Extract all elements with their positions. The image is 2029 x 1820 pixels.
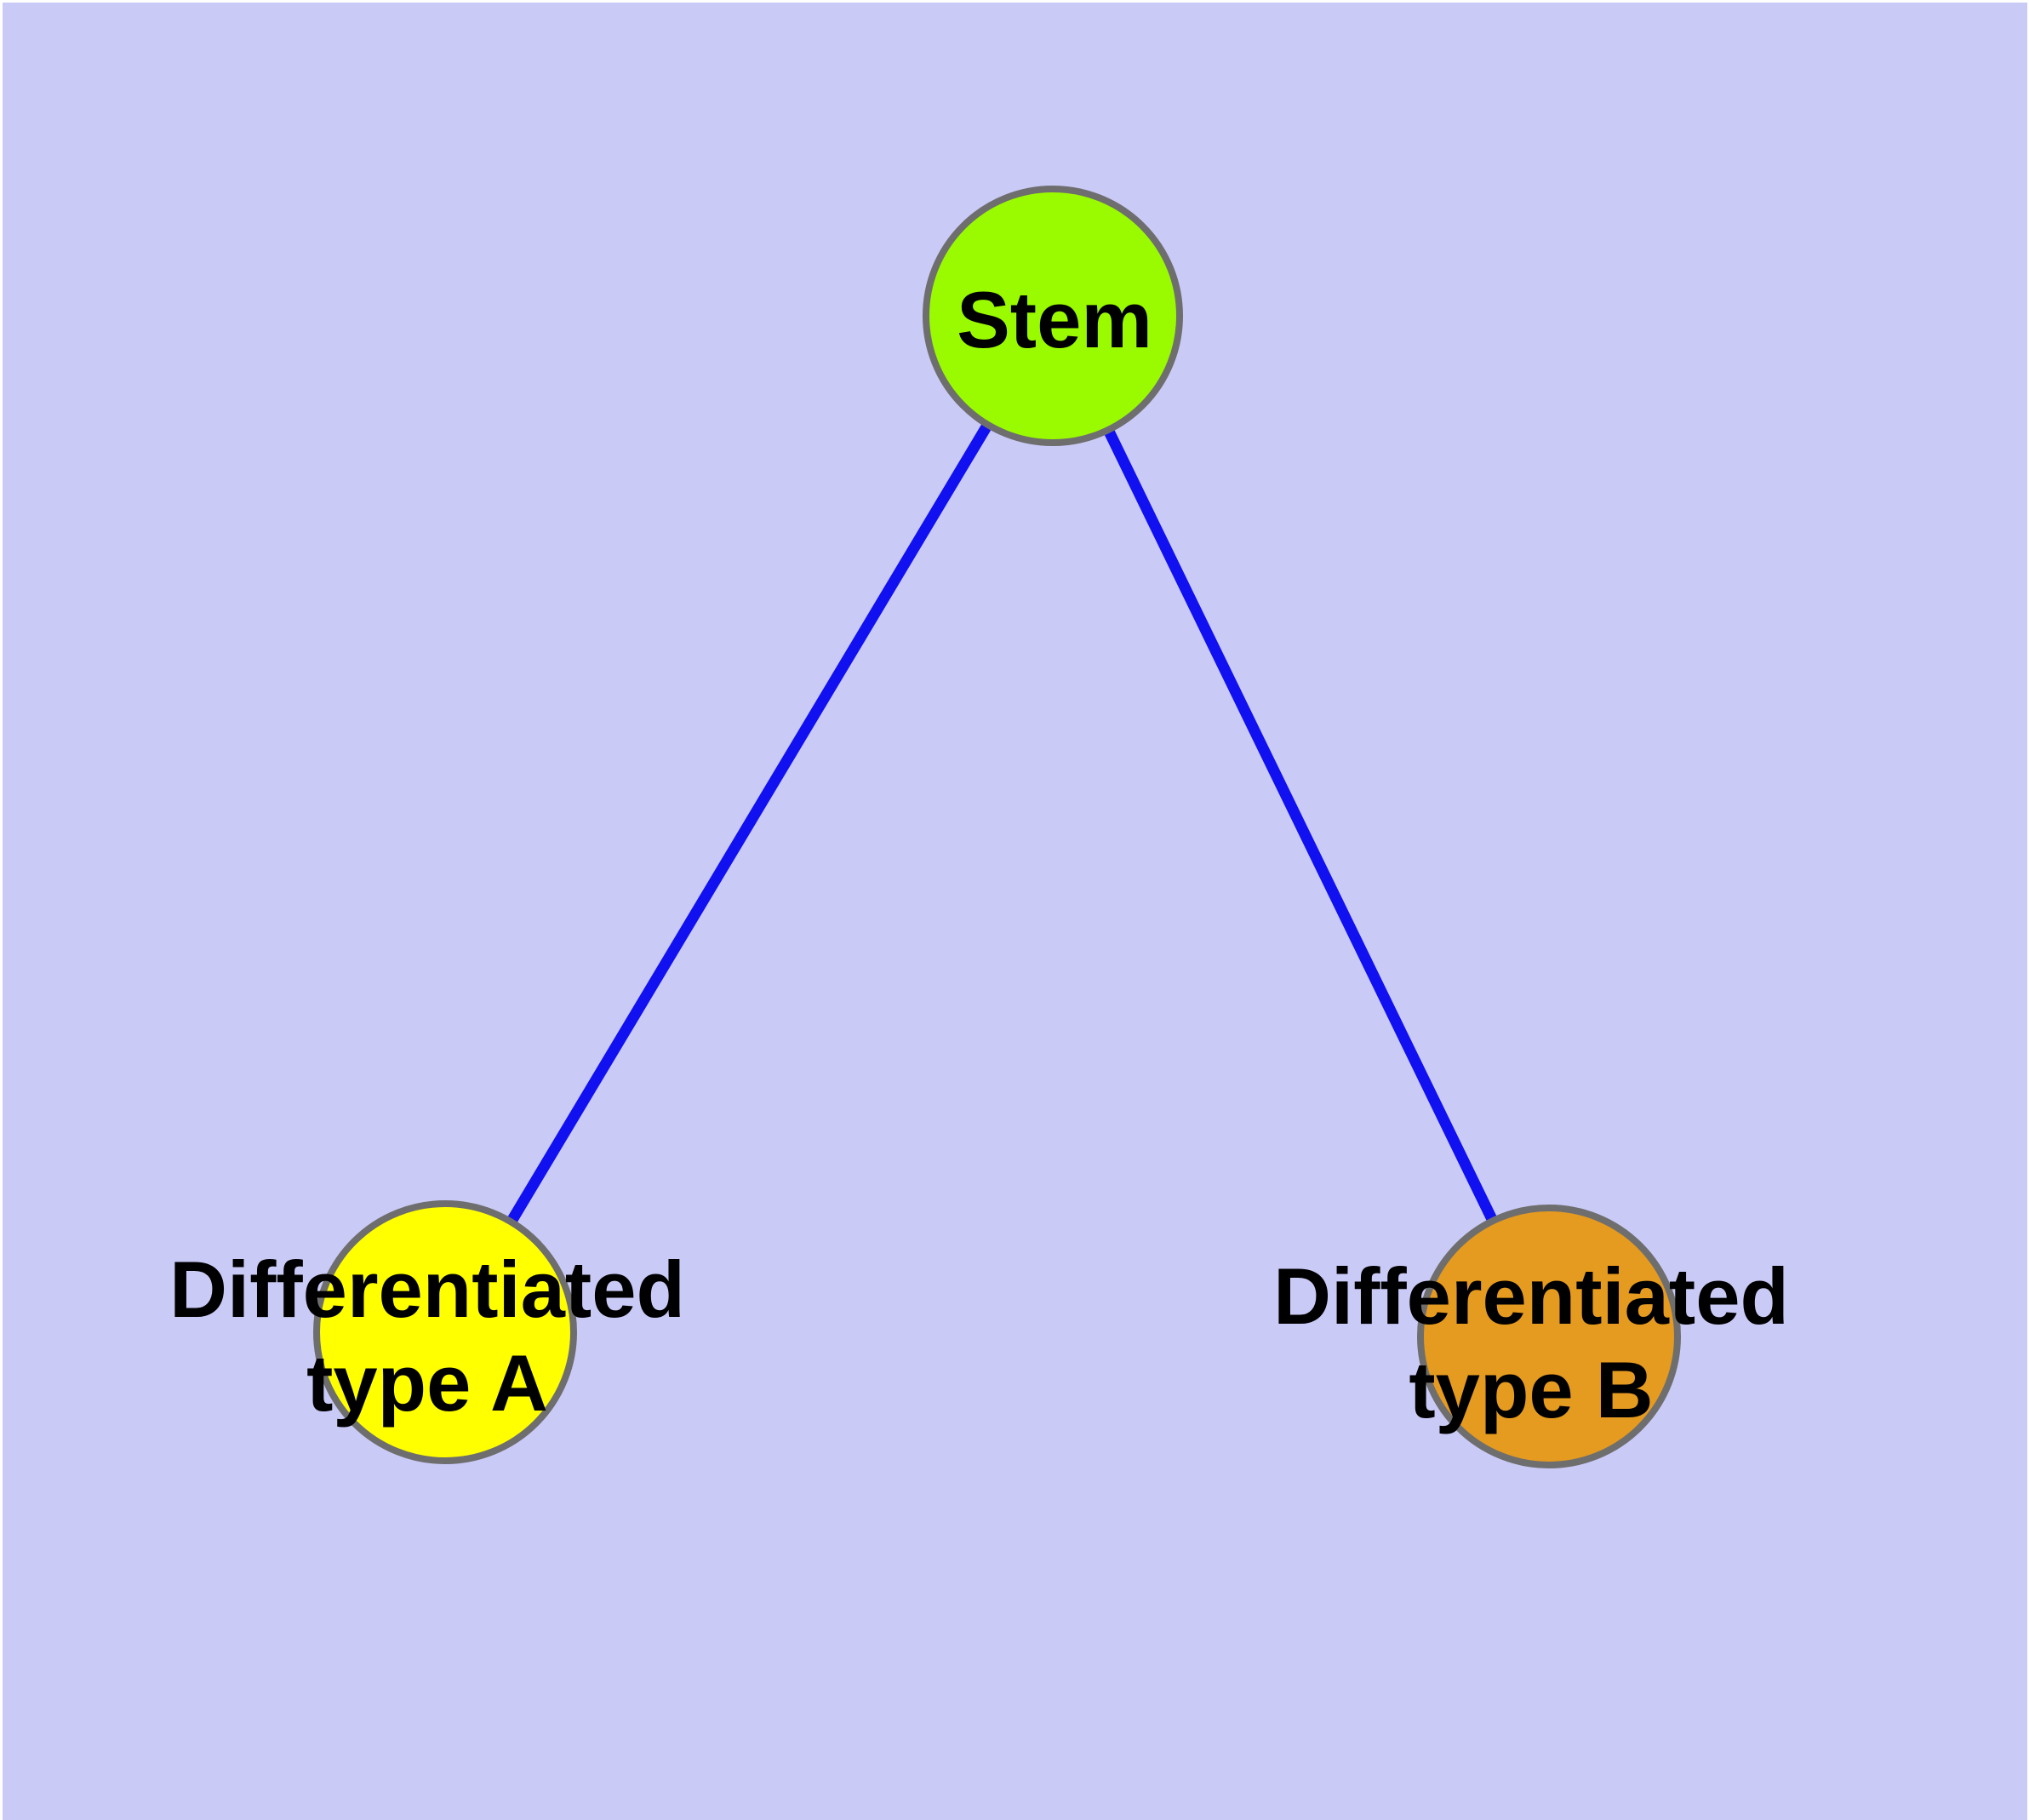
node-type-a-circle (313, 1200, 577, 1464)
node-type-b-label-line1: Differentiated (1273, 1251, 1789, 1341)
node-type-b-label-line2: type B (1409, 1345, 1653, 1434)
label-group: Stem Differentiated type A Differentiate… (169, 275, 1789, 1434)
node-group (313, 186, 1681, 1468)
edge-stem-to-type-a (440, 312, 1058, 1336)
node-type-a-label-line1: Differentiated (169, 1245, 685, 1334)
edge-stem-to-type-b (1048, 313, 1554, 1339)
node-stem-circle (923, 186, 1183, 446)
edge-group (440, 312, 1554, 1339)
node-type-b-circle (1417, 1205, 1681, 1468)
node-stem-label: Stem (957, 275, 1152, 364)
node-type-a-label-line2: type A (306, 1338, 548, 1428)
